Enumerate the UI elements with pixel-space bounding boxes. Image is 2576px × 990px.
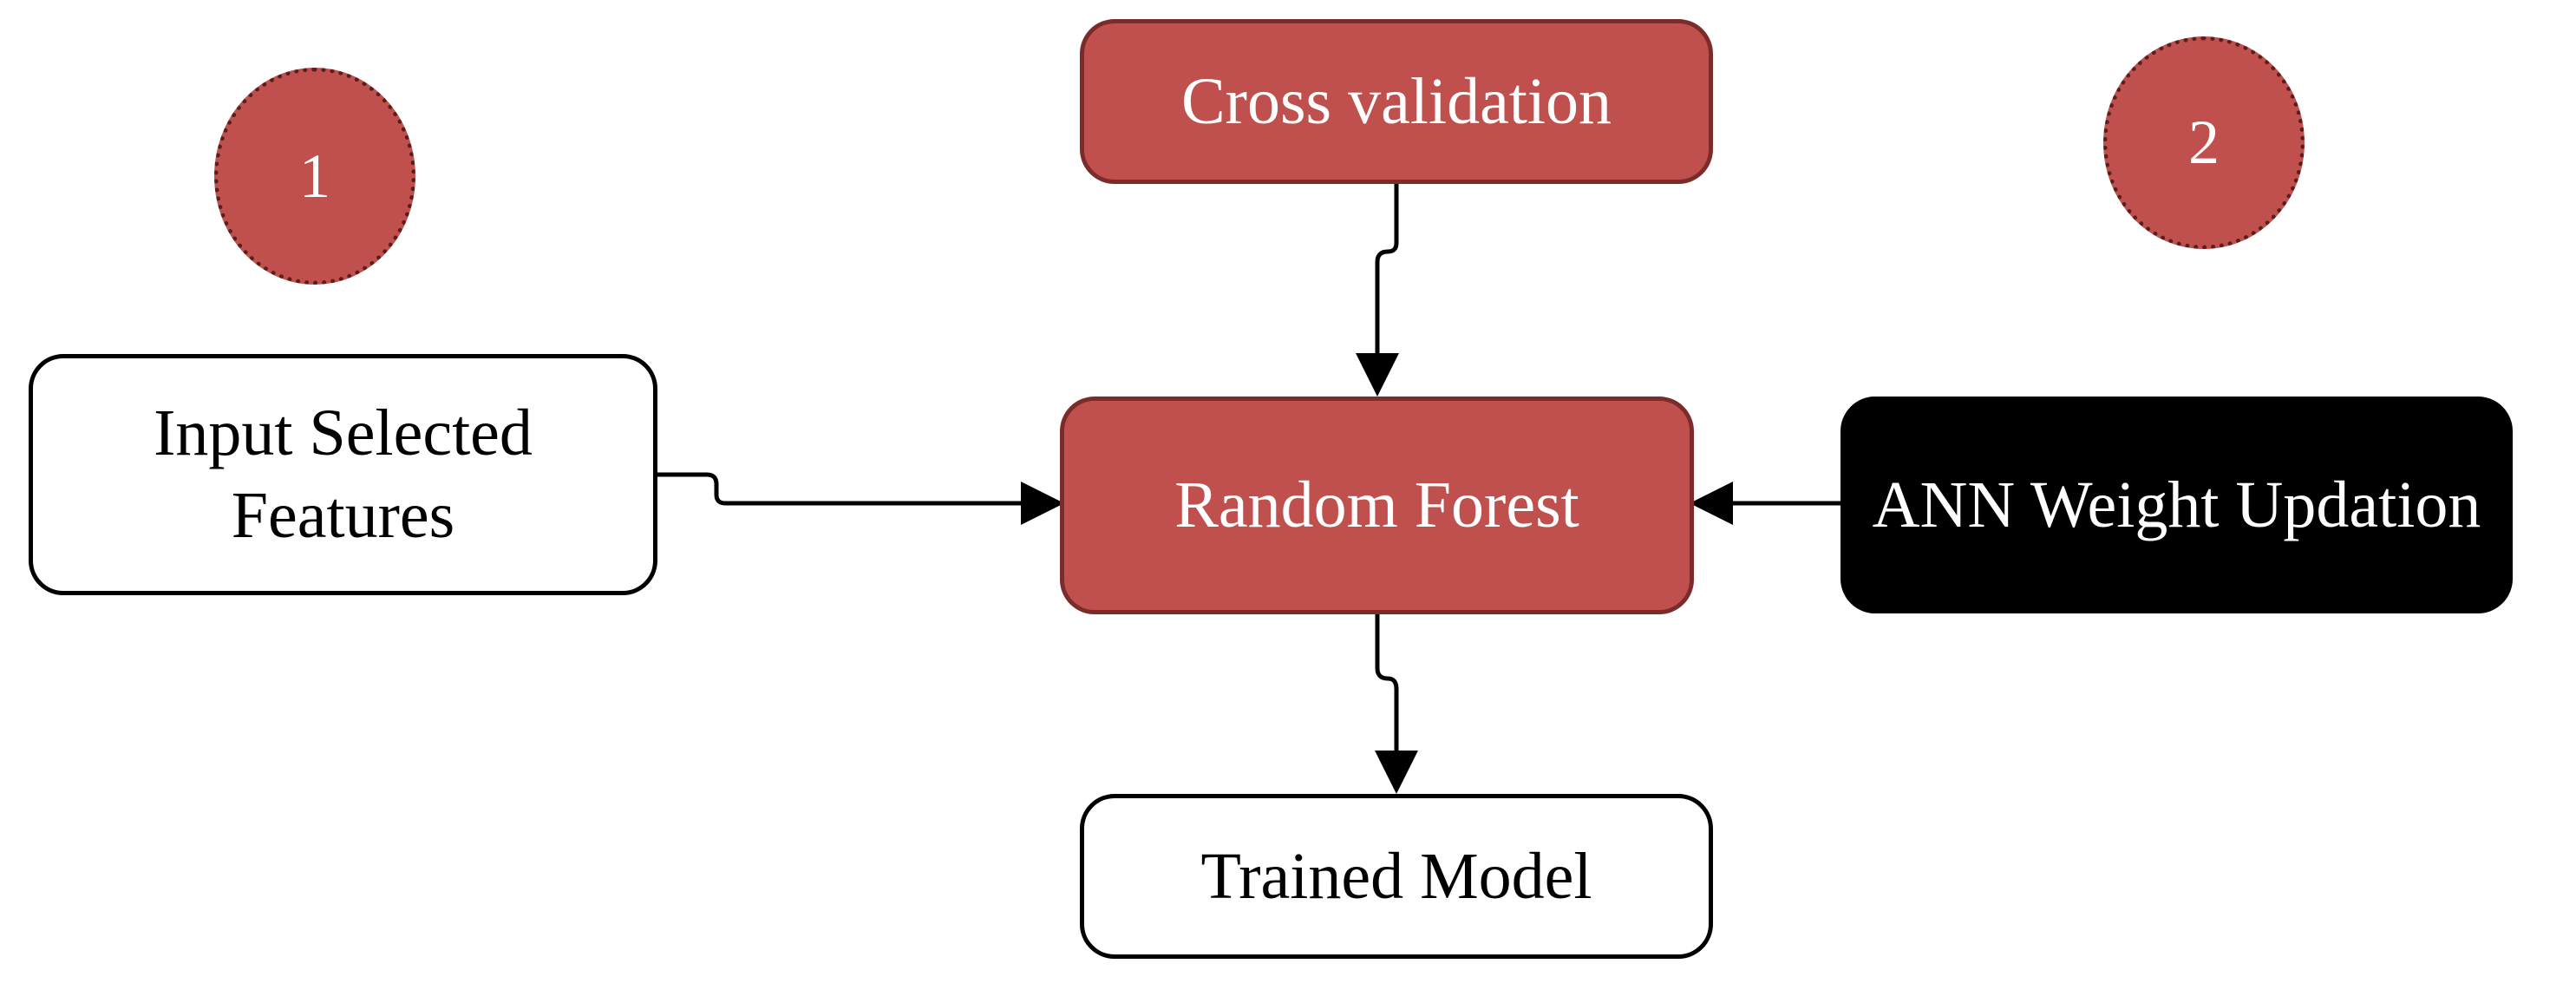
node-input-features-label: Input Selected Features — [154, 397, 533, 552]
step-badge-1-label: 1 — [299, 141, 330, 211]
node-input-features: Input Selected Features — [29, 354, 657, 595]
edge-cross-validation-to-random-forest — [1356, 184, 1399, 397]
node-cross-validation-label: Cross validation — [1180, 64, 1612, 138]
node-random-forest-label: Random Forest — [1174, 469, 1579, 541]
edge-random-forest-to-trained-model — [1375, 614, 1418, 794]
node-ann-weight-updation-label: ANN Weight Updation — [1872, 468, 2481, 541]
step-badge-1: 1 — [214, 68, 415, 285]
step-badge-2: 2 — [2103, 36, 2305, 249]
node-cross-validation: Cross validation — [1080, 19, 1713, 184]
node-ann-weight-updation: ANN Weight Updation — [1840, 397, 2513, 613]
node-random-forest: Random Forest — [1060, 397, 1694, 614]
node-trained-model: Trained Model — [1080, 794, 1713, 959]
step-badge-2-label: 2 — [2188, 108, 2220, 177]
edge-input-to-random-forest — [657, 472, 1064, 525]
node-trained-model-label: Trained Model — [1200, 839, 1592, 913]
